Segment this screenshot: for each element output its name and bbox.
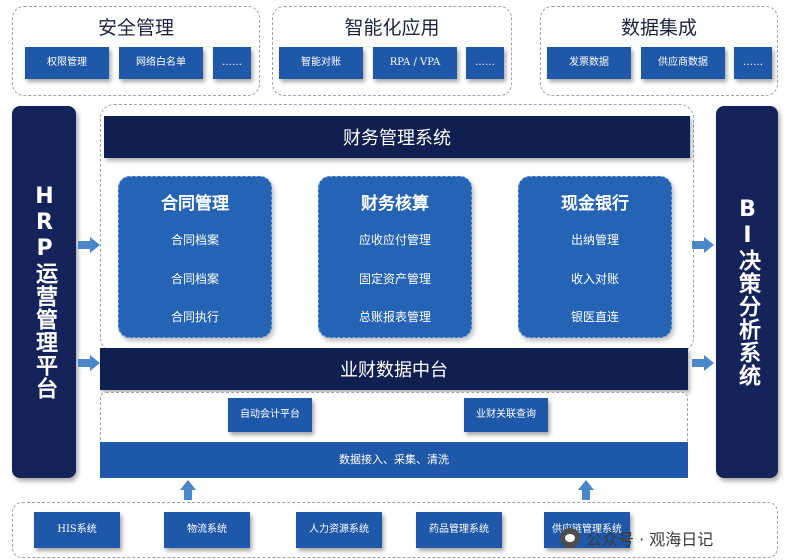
accounting-item-1: 应收应付管理 xyxy=(358,233,431,247)
group-intelligent-apps: 智能化应用 智能对账 RPA / VPA …… xyxy=(272,6,512,96)
group-security: 安全管理 权限管理 网络白名单 …… xyxy=(12,6,260,96)
tile-smart-reconciliation[interactable]: 智能对账 xyxy=(279,47,363,79)
wechat-icon xyxy=(560,528,580,548)
watermark-text: 公众号 · 观海日记 xyxy=(586,530,714,549)
accounting-item-2: 固定资产管理 xyxy=(358,272,431,286)
source-drug-system[interactable]: 药品管理系统 xyxy=(416,512,502,548)
bi-system-panel[interactable]: BI决策分析系统 xyxy=(716,106,778,478)
data-ingest-bar: 数据接入、采集、清洗 xyxy=(100,442,688,478)
module-accounting-title: 财务核算 xyxy=(361,194,429,214)
tile-intelligent-more[interactable]: …… xyxy=(466,47,504,79)
module-contract-title: 合同管理 xyxy=(161,194,229,214)
tile-security-more[interactable]: …… xyxy=(213,47,251,79)
hrp-platform-label: HRP运营管理平台 xyxy=(32,184,57,400)
tile-data-more[interactable]: …… xyxy=(734,47,772,79)
tile-network-whitelist[interactable]: 网络白名单 xyxy=(119,47,203,79)
tile-invoice-data[interactable]: 发票数据 xyxy=(547,47,631,79)
contract-item-1: 合同档案 xyxy=(170,233,219,247)
source-his-system[interactable]: HIS系统 xyxy=(34,512,120,548)
bi-system-label: BI决策分析系统 xyxy=(735,197,760,387)
tile-supplier-data[interactable]: 供应商数据 xyxy=(641,47,725,79)
source-systems-container xyxy=(12,502,778,558)
source-logistics-system[interactable]: 物流系统 xyxy=(164,512,250,548)
source-hr-system[interactable]: 人力资源系统 xyxy=(296,512,382,548)
tile-rpa-vpa[interactable]: RPA / VPA xyxy=(373,47,457,79)
accounting-item-3: 总账报表管理 xyxy=(358,310,431,324)
watermark: 公众号 · 观海日记 xyxy=(560,526,713,550)
group-security-title: 安全管理 xyxy=(97,17,174,39)
contract-item-2: 合同档案 xyxy=(170,272,219,286)
group-data-integration: 数据集成 发票数据 供应商数据 …… xyxy=(540,6,778,96)
contract-item-3: 合同执行 xyxy=(170,310,219,324)
module-contract-management[interactable]: 合同管理 合同档案 合同档案 合同执行 xyxy=(118,176,272,338)
tile-permission-management[interactable]: 权限管理 xyxy=(25,47,109,79)
module-financial-accounting[interactable]: 财务核算 应收应付管理 固定资产管理 总账报表管理 xyxy=(318,176,472,338)
auto-accounting-platform[interactable]: 自动会计平台 xyxy=(228,398,312,432)
module-cash-bank-title: 现金银行 xyxy=(561,194,629,214)
finance-system-header: 财务管理系统 xyxy=(104,116,690,158)
data-platform-header: 业财数据中台 xyxy=(100,348,688,390)
hrp-platform-panel[interactable]: HRP运营管理平台 xyxy=(12,106,76,478)
cash-item-2: 收入对账 xyxy=(570,272,619,286)
cash-item-3: 银医直连 xyxy=(570,310,619,324)
group-intelligent-apps-title: 智能化应用 xyxy=(344,17,440,39)
group-data-integration-title: 数据集成 xyxy=(620,17,697,39)
source-supply-chain-system[interactable]: 供应链管理系统 xyxy=(544,512,630,548)
module-cash-bank[interactable]: 现金银行 出纳管理 收入对账 银医直连 xyxy=(518,176,672,338)
cash-item-1: 出纳管理 xyxy=(570,233,619,247)
business-finance-query[interactable]: 业财关联查询 xyxy=(464,398,548,432)
